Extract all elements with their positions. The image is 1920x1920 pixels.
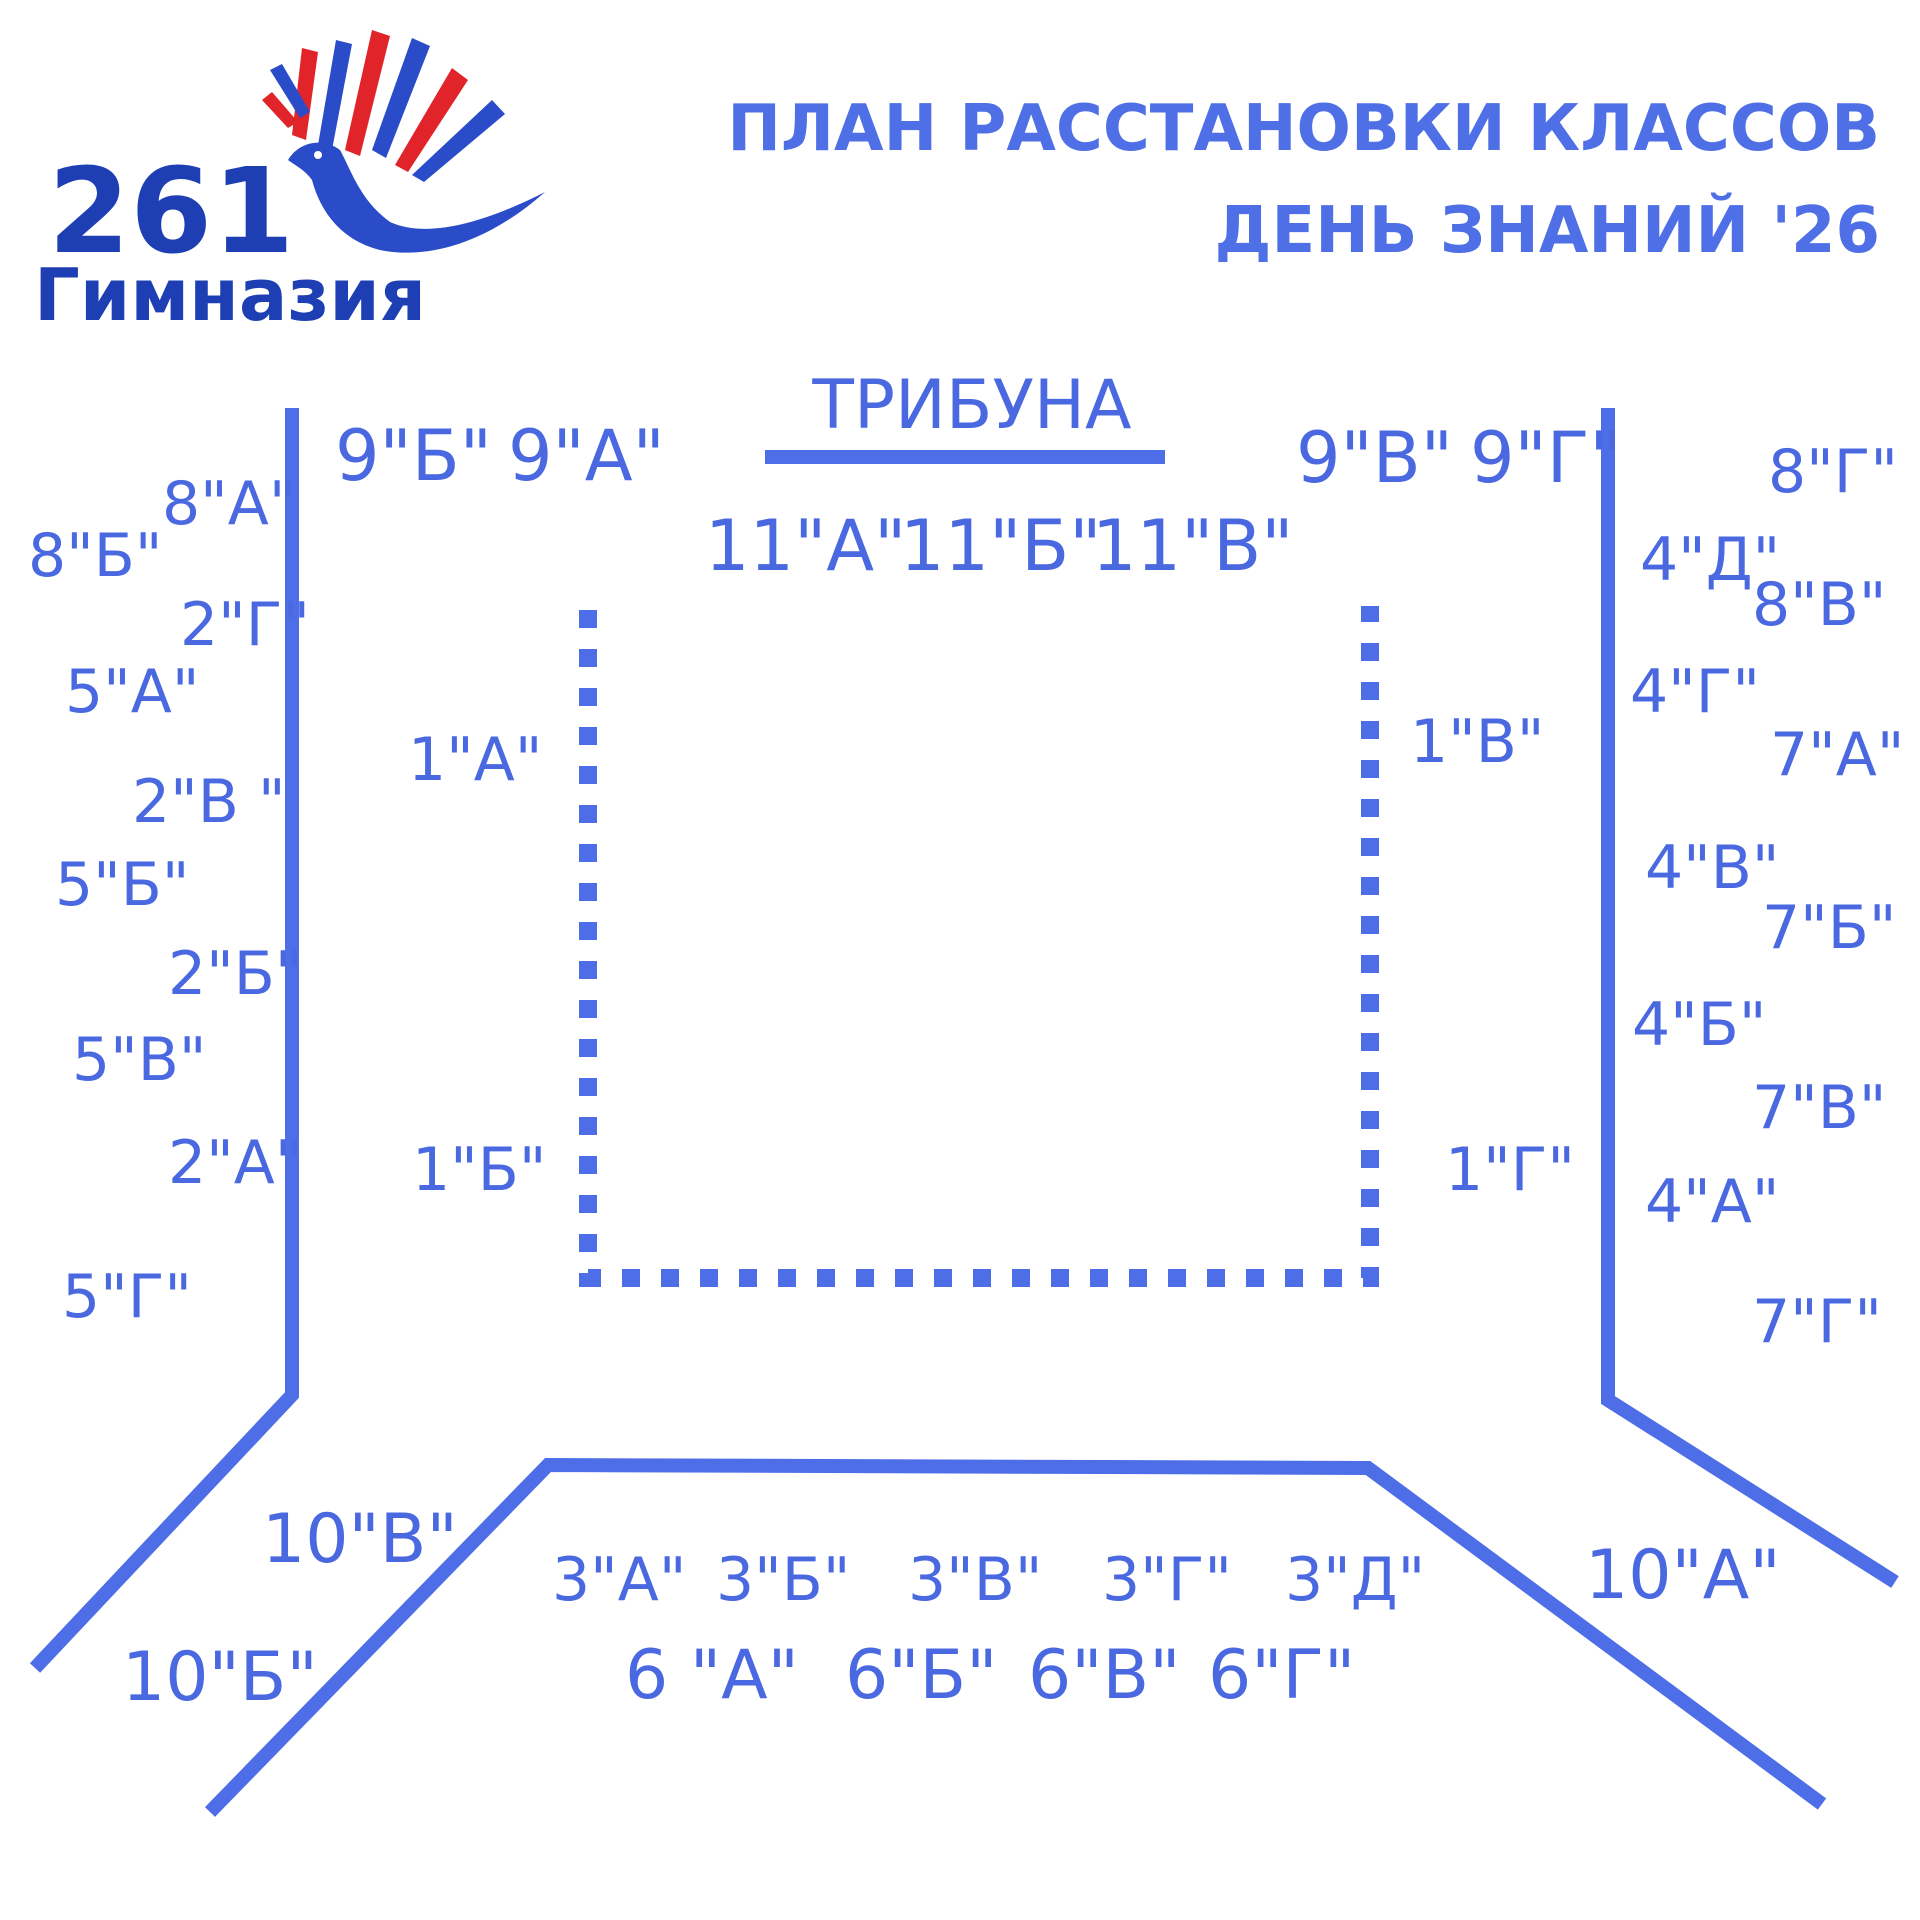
class-label: 3"А" xyxy=(552,1545,686,1615)
stage-label: ТРИБУНА xyxy=(811,366,1131,445)
class-label: 1"Б" xyxy=(412,1135,547,1205)
class-label: 5"А" xyxy=(65,657,199,727)
class-label: 9"А" xyxy=(508,415,665,497)
class-label: 3"В" xyxy=(908,1545,1043,1615)
class-label: 1"В" xyxy=(1410,707,1545,777)
class-label: 7"Г" xyxy=(1752,1287,1882,1357)
class-label: 10"А" xyxy=(1585,1536,1781,1615)
inner-area-border xyxy=(579,606,1379,1287)
class-label: 8"В" xyxy=(1752,570,1887,640)
class-label: 9"Б" xyxy=(335,415,492,497)
class-label: 4"Б" xyxy=(1632,990,1767,1060)
class-label: 4"Г" xyxy=(1630,657,1760,727)
class-label: 6"Б" xyxy=(845,1636,997,1715)
class-label: 2"Г" xyxy=(180,590,310,660)
class-label: 11"А" xyxy=(705,505,906,587)
class-label: 6"Г" xyxy=(1208,1636,1355,1715)
class-label: 6"В" xyxy=(1028,1636,1180,1715)
page-subtitle: ДЕНЬ ЗНАНИЙ '26 xyxy=(1214,192,1880,268)
class-label: 5"Г" xyxy=(62,1262,192,1332)
class-label: 5"В" xyxy=(72,1025,207,1095)
dove-with-book-icon xyxy=(262,30,545,253)
school-logo: 261 Гимназия xyxy=(34,30,545,337)
left-wall xyxy=(29,408,299,1673)
bottom-wall xyxy=(204,1457,1827,1817)
class-label: 8"Б" xyxy=(28,521,163,591)
class-label: 3"Б" xyxy=(716,1545,851,1615)
class-label: 6 "А" xyxy=(625,1636,799,1715)
class-label: 1"А" xyxy=(408,725,542,795)
class-label: 4"А" xyxy=(1645,1167,1779,1237)
logo-word: Гимназия xyxy=(34,253,426,337)
class-label: 8"Г" xyxy=(1768,437,1898,507)
class-label: 4"В" xyxy=(1645,833,1780,903)
class-label: 7"А" xyxy=(1770,720,1904,790)
class-label: 7"Б" xyxy=(1762,893,1897,963)
class-label: 3"Г" xyxy=(1102,1545,1232,1615)
class-label: 10"Б" xyxy=(122,1638,318,1717)
class-label: 8"А" xyxy=(162,469,296,539)
class-label: 11"В" xyxy=(1092,505,1294,587)
class-label: 5"Б" xyxy=(55,850,190,920)
class-label: 2"А" xyxy=(168,1128,302,1198)
right-wall xyxy=(1601,408,1899,1588)
class-label: 9"Г" xyxy=(1470,417,1622,499)
class-label: 1"Г" xyxy=(1445,1135,1575,1205)
class-label: 10"В" xyxy=(262,1500,458,1579)
logo-number: 261 xyxy=(48,142,294,280)
class-label: 3"Д" xyxy=(1285,1545,1425,1615)
class-label: 4"Д" xyxy=(1640,525,1780,595)
class-label: 2"В " xyxy=(132,767,286,837)
class-label: 7"В" xyxy=(1752,1073,1887,1143)
class-label: 11"Б" xyxy=(900,505,1102,587)
page-title: ПЛАН РАССТАНОВКИ КЛАССОВ xyxy=(727,92,1880,166)
class-label: 2"Б" xyxy=(168,939,303,1009)
class-label: 9"В" xyxy=(1296,417,1453,499)
